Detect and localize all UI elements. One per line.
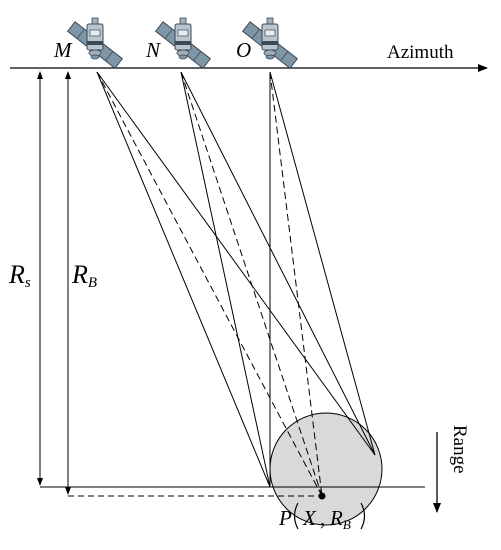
satellite-label-o: O <box>236 38 251 62</box>
rb-label: RB <box>71 260 97 291</box>
lines-from-o <box>269 71 376 497</box>
satellite-label-n: N <box>145 38 161 62</box>
satellite-icon <box>67 17 123 69</box>
target-point-p <box>318 492 326 500</box>
point-p-label: P X , RB <box>278 502 366 532</box>
satellite-n <box>155 17 211 69</box>
point-label-comma: , <box>320 506 325 530</box>
lines-from-n <box>180 71 376 497</box>
satellite-label-m: M <box>53 38 73 62</box>
range-label: Range <box>449 425 470 474</box>
satellite-icon <box>155 17 211 69</box>
point-label-rb-text: RB <box>329 506 351 532</box>
point-label-p-text: P <box>278 506 292 530</box>
rs-label: Rs <box>8 260 31 291</box>
azimuth-label: Azimuth <box>387 42 454 63</box>
satellite-m <box>67 17 123 69</box>
point-label-x-text: X <box>302 506 317 530</box>
lines-from-m <box>96 71 376 497</box>
